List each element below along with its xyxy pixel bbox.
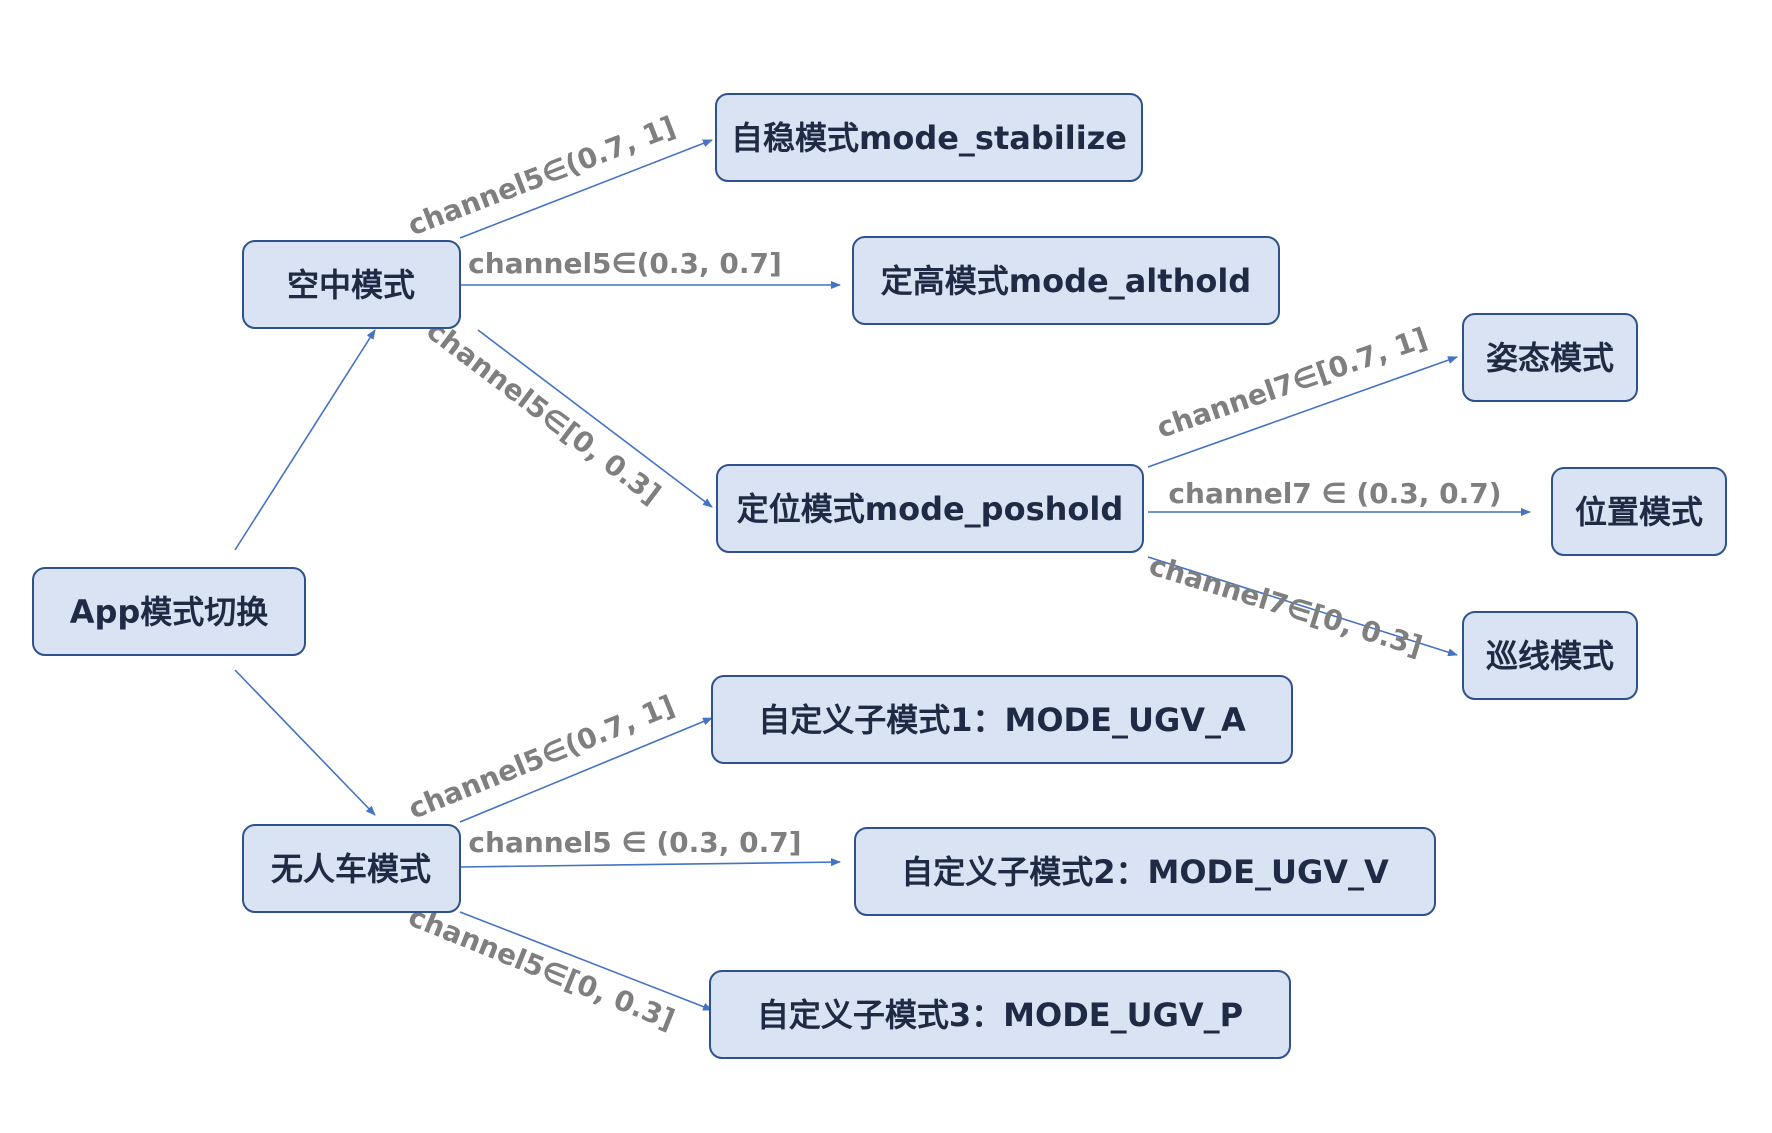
node-poshold-box xyxy=(716,464,1144,553)
node-althold-box xyxy=(852,236,1280,325)
label-air-stabilize: channel5∈(0.7, 1] xyxy=(403,110,680,242)
edges xyxy=(234,139,1531,1011)
label-pos-attitude: channel7∈[0.7, 1] xyxy=(1152,321,1431,445)
node-position-box xyxy=(1551,467,1727,556)
node-poshold-label: 定位模式mode_poshold xyxy=(737,490,1124,528)
node-stabilize-box xyxy=(715,93,1143,182)
node-attitude: 姿态模式 xyxy=(1462,313,1638,402)
node-attitude-label: 姿态模式 xyxy=(1486,339,1614,377)
node-ugv-p: 自定义子模式3：MODE_UGV_P xyxy=(709,970,1291,1059)
node-root-label: App模式切换 xyxy=(70,593,269,631)
arrow-ugv-to-v xyxy=(459,858,841,868)
arrow-root-to-air xyxy=(234,329,376,551)
node-linefollow-box xyxy=(1462,611,1638,700)
arrow-poshold-to-attitude xyxy=(1147,356,1458,468)
node-ugv-v-label: 自定义子模式2：MODE_UGV_V xyxy=(901,853,1389,891)
node-poshold: 定位模式mode_poshold xyxy=(716,464,1144,553)
node-ugv-a: 自定义子模式1：MODE_UGV_A xyxy=(711,675,1293,764)
arrow-ugv-to-p xyxy=(459,911,713,1011)
node-linefollow-label: 巡线模式 xyxy=(1486,637,1614,675)
node-ugv-label: 无人车模式 xyxy=(271,850,431,888)
node-air: 空中模式 xyxy=(242,240,461,329)
node-root-box xyxy=(32,567,306,656)
node-root: App模式切换 xyxy=(32,567,306,656)
node-ugv: 无人车模式 xyxy=(242,824,461,913)
label-air-althold: channel5∈(0.3, 0.7] xyxy=(468,247,782,280)
node-attitude-box xyxy=(1462,313,1638,402)
node-linefollow: 巡线模式 xyxy=(1462,611,1638,700)
arrow-poshold-to-linefollow xyxy=(1147,556,1458,657)
node-ugv-p-label: 自定义子模式3：MODE_UGV_P xyxy=(757,996,1243,1034)
arrow-air-to-poshold xyxy=(477,329,713,508)
arrow-ugv-to-a xyxy=(459,717,713,823)
arrow-air-to-stabilize xyxy=(459,139,713,239)
label-pos-position: channel7 ∈ (0.3, 0.7) xyxy=(1168,477,1501,510)
label-pos-linefollow: channel7∈[0, 0.3] xyxy=(1145,549,1426,663)
label-ugv-a: channel5∈(0.7, 1] xyxy=(404,689,679,826)
node-position-label: 位置模式 xyxy=(1575,493,1703,531)
node-ugv-v-box xyxy=(854,827,1436,916)
arrow-root-to-ugv xyxy=(234,669,376,816)
label-air-poshold: channel5∈[0, 0.3] xyxy=(421,314,667,511)
node-althold-label: 定高模式mode_althold xyxy=(881,262,1251,300)
node-stabilize: 自稳模式mode_stabilize xyxy=(715,93,1143,182)
node-air-label: 空中模式 xyxy=(287,266,415,304)
node-ugv-v: 自定义子模式2：MODE_UGV_V xyxy=(854,827,1436,916)
node-stabilize-label: 自稳模式mode_stabilize xyxy=(731,119,1127,157)
node-ugv-box xyxy=(242,824,461,913)
label-ugv-p: channel5∈[0, 0.3] xyxy=(404,900,679,1037)
node-ugv-a-label: 自定义子模式1：MODE_UGV_A xyxy=(758,701,1246,739)
label-ugv-v: channel5 ∈ (0.3, 0.7] xyxy=(468,826,801,859)
node-air-box xyxy=(242,240,461,329)
node-ugv-p-box xyxy=(709,970,1291,1059)
node-althold: 定高模式mode_althold xyxy=(852,236,1280,325)
node-ugv-a-box xyxy=(711,675,1293,764)
node-position: 位置模式 xyxy=(1551,467,1727,556)
